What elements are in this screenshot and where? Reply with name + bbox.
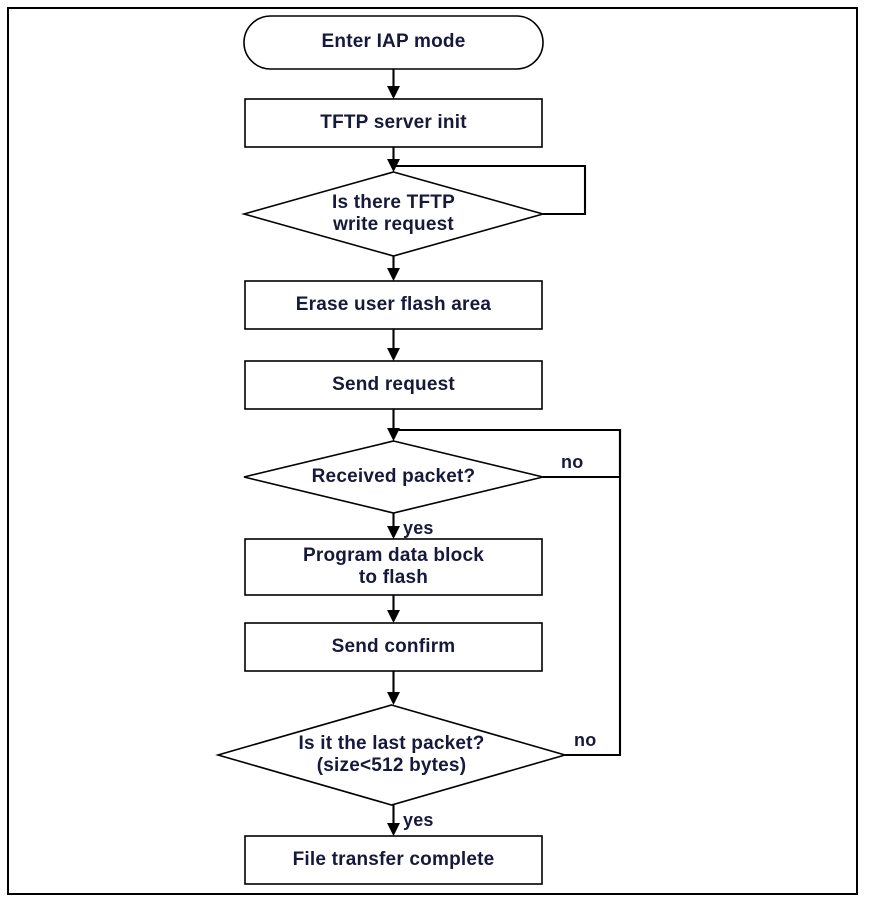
edge-label-last-packet-no: no — [574, 730, 597, 750]
edge-label-received-packet-yes: yes — [403, 518, 434, 538]
node-file-transfer-complete — [244, 835, 543, 885]
edge-label-last-packet-yes: yes — [403, 810, 434, 830]
diagram-frame-border — [7, 7, 858, 895]
node-is-there-tftp-write-request — [241, 171, 546, 257]
node-program-data-block-to-flash — [244, 538, 543, 596]
node-erase-user-flash-area — [244, 280, 543, 330]
edge-label-received-packet-no: no — [561, 452, 584, 472]
node-enter-iap-mode — [243, 15, 544, 70]
connector-write-request-loop — [393, 164, 587, 216]
node-is-it-the-last-packet — [215, 704, 568, 806]
connector-last-packet-no — [565, 430, 622, 757]
node-tftp-server-init — [244, 98, 543, 148]
node-send-request — [244, 360, 543, 410]
node-received-packet — [243, 440, 544, 514]
node-send-confirm — [244, 622, 543, 672]
